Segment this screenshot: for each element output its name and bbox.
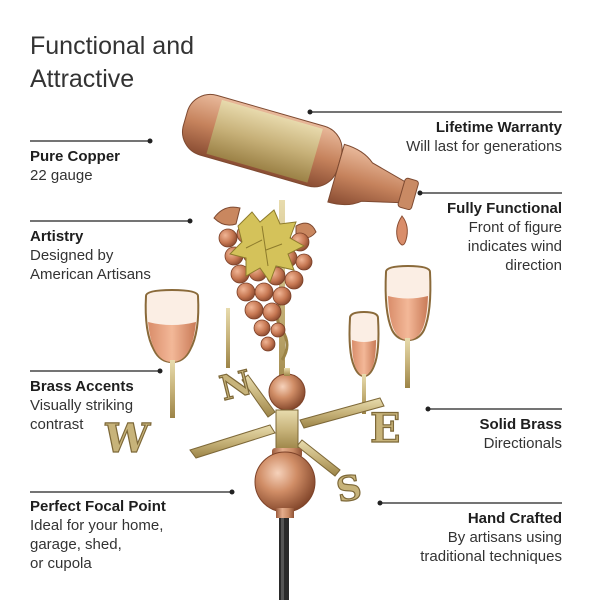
feature-title: Artistry — [30, 228, 84, 245]
leader-lines — [30, 111, 562, 504]
feature-title: Hand Crafted — [467, 510, 562, 527]
feature-desc: contrast — [30, 416, 84, 433]
wine-glass-center-icon — [348, 310, 380, 414]
feature-desc: Ideal for your home, — [30, 517, 164, 534]
feature-desc: garage, shed, — [30, 536, 122, 553]
feature-solid-brass: Solid Brass Directionals — [479, 415, 562, 453]
wine-bottle-icon — [182, 93, 419, 211]
title-line-2: Attractive — [30, 65, 135, 93]
feature-title: Perfect Focal Point — [30, 498, 166, 515]
wine-glass-small-icon — [226, 308, 230, 368]
wine-glass-left-icon — [144, 288, 200, 418]
west-letter: W — [100, 415, 152, 462]
feature-desc: indicates wind — [467, 238, 562, 255]
feature-desc: direction — [505, 257, 562, 274]
feature-desc: Directionals — [483, 435, 562, 452]
feature-desc: By artisans using — [447, 529, 562, 546]
east-letter: E — [370, 405, 401, 452]
feature-title: Fully Functional — [447, 200, 562, 217]
feature-artistry: Artistry Designed by American Artisans — [30, 227, 151, 284]
feature-desc: Visually striking — [30, 397, 134, 414]
feature-perfect-focal-point: Perfect Focal Point Ideal for your home,… — [30, 497, 166, 573]
feature-title: Pure Copper — [30, 148, 121, 165]
feature-desc: or cupola — [30, 555, 92, 572]
feature-desc: Designed by — [30, 247, 114, 264]
north-letter: N — [216, 363, 256, 409]
feature-lifetime-warranty: Lifetime Warranty Will last for generati… — [406, 118, 562, 156]
page-title: Functional and Attractive — [30, 30, 194, 96]
wine-glass-right-icon — [384, 264, 432, 388]
feature-desc: Front of figure — [468, 219, 562, 236]
feature-desc: 22 gauge — [30, 167, 93, 184]
feature-desc: Will last for generations — [406, 138, 562, 155]
grape-cluster-icon — [213, 206, 317, 352]
feature-desc: traditional techniques — [420, 548, 562, 565]
feature-title: Solid Brass — [479, 416, 562, 433]
feature-title: Brass Accents — [30, 378, 134, 395]
south-letter: S — [333, 467, 364, 511]
feature-brass-accents: Brass Accents Visually striking contrast — [30, 377, 134, 434]
title-line-1: Functional and — [30, 32, 195, 60]
feature-hand-crafted: Hand Crafted By artisans using tradition… — [420, 509, 562, 566]
feature-pure-copper: Pure Copper 22 gauge — [30, 147, 120, 185]
feature-desc: American Artisans — [30, 266, 151, 283]
feature-title: Lifetime Warranty — [435, 119, 562, 136]
feature-fully-functional: Fully Functional Front of figure indicat… — [447, 199, 562, 275]
